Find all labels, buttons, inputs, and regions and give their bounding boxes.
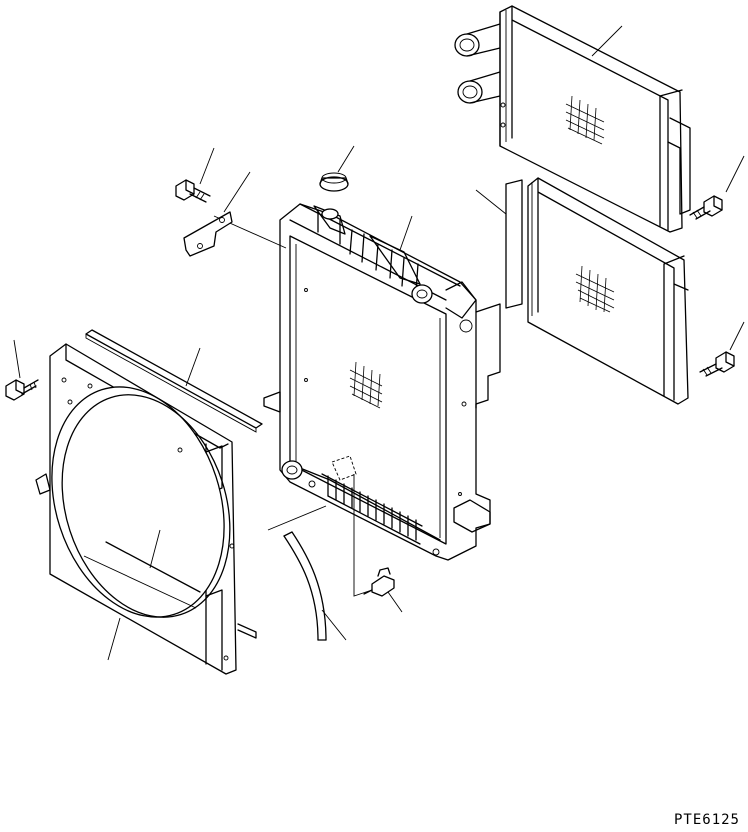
bolt-icon xyxy=(5,379,39,401)
oil-cooler-upper xyxy=(454,5,691,233)
cooler-tube-upper xyxy=(454,23,501,57)
radiator-fins xyxy=(321,473,423,545)
leader-line xyxy=(729,321,745,351)
leader-line xyxy=(13,339,21,379)
leader-line xyxy=(399,215,413,251)
leader-line xyxy=(321,609,347,641)
diagram-code-label: PTE6125 xyxy=(673,812,740,828)
drain-valve xyxy=(363,567,395,597)
cooler-tube-lower xyxy=(457,71,501,104)
leader-line xyxy=(199,147,215,185)
radiator-cap xyxy=(319,172,349,192)
leader-line xyxy=(353,474,373,597)
leader-line xyxy=(267,505,327,531)
leader-line xyxy=(591,25,623,57)
leader-line xyxy=(387,591,403,613)
leader-line xyxy=(337,145,355,173)
bolt-icon xyxy=(175,179,211,203)
core-hatch xyxy=(575,265,615,313)
shroud-seal-strip xyxy=(85,329,263,433)
fan-shroud xyxy=(35,343,257,675)
oil-cooler-lower xyxy=(505,177,689,405)
drain-hose xyxy=(283,531,327,641)
bolt-icon xyxy=(689,195,723,220)
leader-line xyxy=(475,189,507,215)
bracket xyxy=(183,211,233,257)
leader-line xyxy=(107,617,121,661)
core-hatch xyxy=(349,361,383,409)
radiator xyxy=(263,203,501,561)
leader-line xyxy=(185,347,201,387)
leader-line xyxy=(223,171,251,213)
core-hatch xyxy=(565,95,605,145)
bolt-icon xyxy=(699,351,735,377)
leader-line xyxy=(725,155,745,193)
leader-line xyxy=(149,529,161,569)
